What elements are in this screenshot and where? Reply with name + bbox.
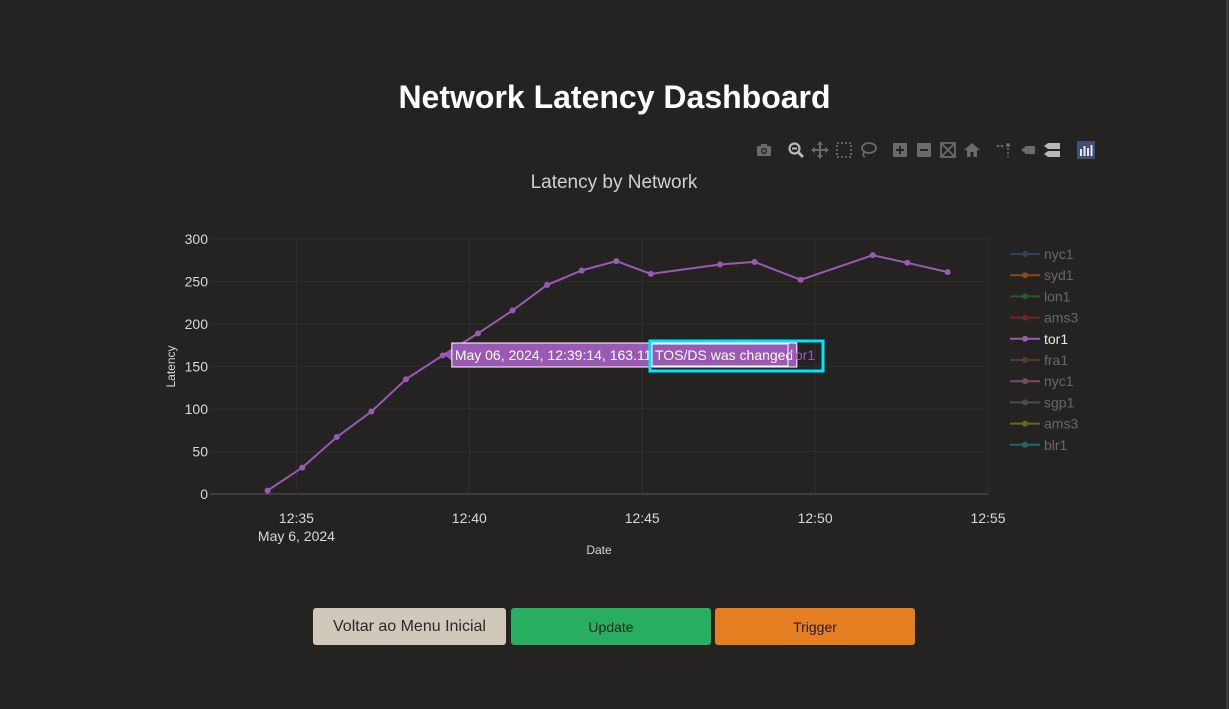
data-point[interactable] [797, 276, 804, 283]
camera-icon[interactable] [754, 140, 774, 160]
data-point[interactable] [717, 261, 724, 268]
data-point[interactable] [613, 258, 620, 265]
hover-compare-icon[interactable] [1042, 140, 1062, 160]
x-tick-label: 12:35 [279, 510, 314, 526]
chart-series [264, 252, 951, 494]
data-point[interactable] [402, 376, 409, 383]
zoom-out-icon[interactable] [914, 140, 934, 160]
annotation-box [651, 343, 789, 367]
legend-marker [1022, 420, 1028, 427]
y-tick-label: 300 [185, 231, 209, 247]
back-to-menu-button[interactable]: Voltar ao Menu Inicial [313, 608, 506, 645]
data-point[interactable] [333, 434, 340, 441]
legend-marker [1022, 357, 1028, 363]
legend-item-nyc1[interactable]: nyc1 [1010, 373, 1074, 389]
data-point[interactable] [751, 258, 758, 265]
legend-marker [1022, 335, 1028, 342]
data-point[interactable] [509, 307, 516, 314]
legend-label: ams3 [1044, 310, 1078, 326]
series-line-tor1 [267, 254, 948, 492]
x-tick-date-label: May 6, 2024 [258, 528, 335, 544]
legend-item-syd1[interactable]: syd1 [1010, 267, 1074, 283]
y-tick-label: 250 [185, 274, 209, 290]
y-tick-label: 50 [192, 444, 208, 460]
trigger-button[interactable]: Trigger [715, 608, 915, 645]
tooltip-series-name: tor1 [791, 347, 815, 363]
zoom-icon[interactable] [786, 140, 806, 160]
data-point[interactable] [944, 269, 951, 276]
chart-title: Latency by Network [531, 172, 698, 193]
legend-label: tor1 [1044, 331, 1068, 347]
data-point[interactable] [264, 487, 271, 494]
data-point[interactable] [544, 281, 551, 288]
pan-icon[interactable] [810, 140, 830, 160]
legend-marker [1022, 272, 1028, 279]
page-scrollbar[interactable] [1226, 0, 1229, 709]
box-select-icon[interactable] [834, 140, 854, 160]
x-tick-label: 12:50 [798, 510, 833, 526]
chart-modebar [754, 140, 1099, 160]
y-tick-label: 150 [185, 359, 209, 375]
legend-marker [1022, 378, 1028, 385]
legend-item-ams3[interactable]: ams3 [1010, 310, 1078, 326]
highlight-box [648, 339, 825, 373]
legend-item-blr1[interactable]: blr1 [1010, 437, 1068, 453]
tooltip-value-label: May 06, 2024, 12:39:14, 163.115s [455, 347, 666, 363]
hover-closest-icon[interactable] [1018, 140, 1038, 160]
plotly-logo-icon[interactable] [1076, 140, 1096, 160]
latency-chart: Latency by Network 0 50 100 150 200 250 300 12:… [164, 172, 1078, 557]
legend-label: nyc1 [1044, 373, 1074, 389]
autoscale-icon[interactable] [938, 140, 958, 160]
x-tick-label: 12:55 [970, 510, 1005, 526]
annotation-label: TOS/DS was changed [655, 347, 793, 363]
chart-grid [210, 238, 989, 495]
reset-axes-icon[interactable] [962, 140, 982, 160]
y-tick-label: 0 [200, 486, 208, 502]
x-tick-label: 12:40 [452, 510, 487, 526]
legend-item-tor1[interactable]: tor1 [1010, 331, 1068, 347]
legend-item-ams3[interactable]: ams3 [1010, 416, 1078, 432]
legend-label: sgp1 [1044, 394, 1075, 410]
legend-label: lon1 [1044, 288, 1071, 304]
data-point[interactable] [904, 259, 911, 266]
legend-label: syd1 [1044, 267, 1074, 283]
legend-item-fra1[interactable]: fra1 [1010, 352, 1068, 368]
data-point[interactable] [299, 464, 306, 471]
legend-item-nyc1[interactable]: nyc1 [1010, 246, 1074, 262]
legend-marker [1022, 441, 1028, 448]
lasso-select-icon[interactable] [858, 140, 878, 160]
legend-marker [1022, 293, 1028, 300]
y-tick-label: 200 [185, 316, 209, 332]
data-point[interactable] [647, 270, 654, 277]
chart-axes: 0 50 100 150 200 250 300 12:35 12:40 12:45 12:50 12… [164, 231, 1006, 557]
data-point[interactable] [439, 352, 446, 359]
x-tick-label: 12:45 [625, 510, 660, 526]
data-point[interactable] [368, 408, 375, 415]
data-point[interactable] [578, 267, 585, 274]
y-axis-title: Latency [164, 345, 178, 387]
update-button[interactable]: Update [511, 608, 711, 645]
legend-label: nyc1 [1044, 246, 1074, 262]
page-title: Network Latency Dashboard [398, 79, 831, 115]
y-tick-label: 100 [185, 401, 209, 417]
data-point[interactable] [474, 330, 481, 337]
legend-label: blr1 [1044, 437, 1068, 453]
tooltip-arrow [444, 349, 452, 361]
x-axis-title: Date [586, 543, 612, 557]
legend-item-lon1[interactable]: lon1 [1010, 288, 1071, 304]
zoom-in-icon[interactable] [890, 140, 910, 160]
chart-legend: nyc1 syd1 lon1 ams3 tor1 fra1 nyc1 sgp1 ams3 blr1 [1010, 246, 1078, 453]
legend-marker [1022, 251, 1028, 257]
legend-marker [1022, 399, 1028, 406]
spike-lines-icon[interactable] [994, 140, 1014, 160]
legend-label: ams3 [1044, 416, 1078, 432]
legend-marker [1022, 314, 1028, 321]
data-point[interactable] [869, 252, 876, 259]
legend-item-sgp1[interactable]: sgp1 [1010, 394, 1075, 410]
legend-label: fra1 [1044, 352, 1068, 368]
